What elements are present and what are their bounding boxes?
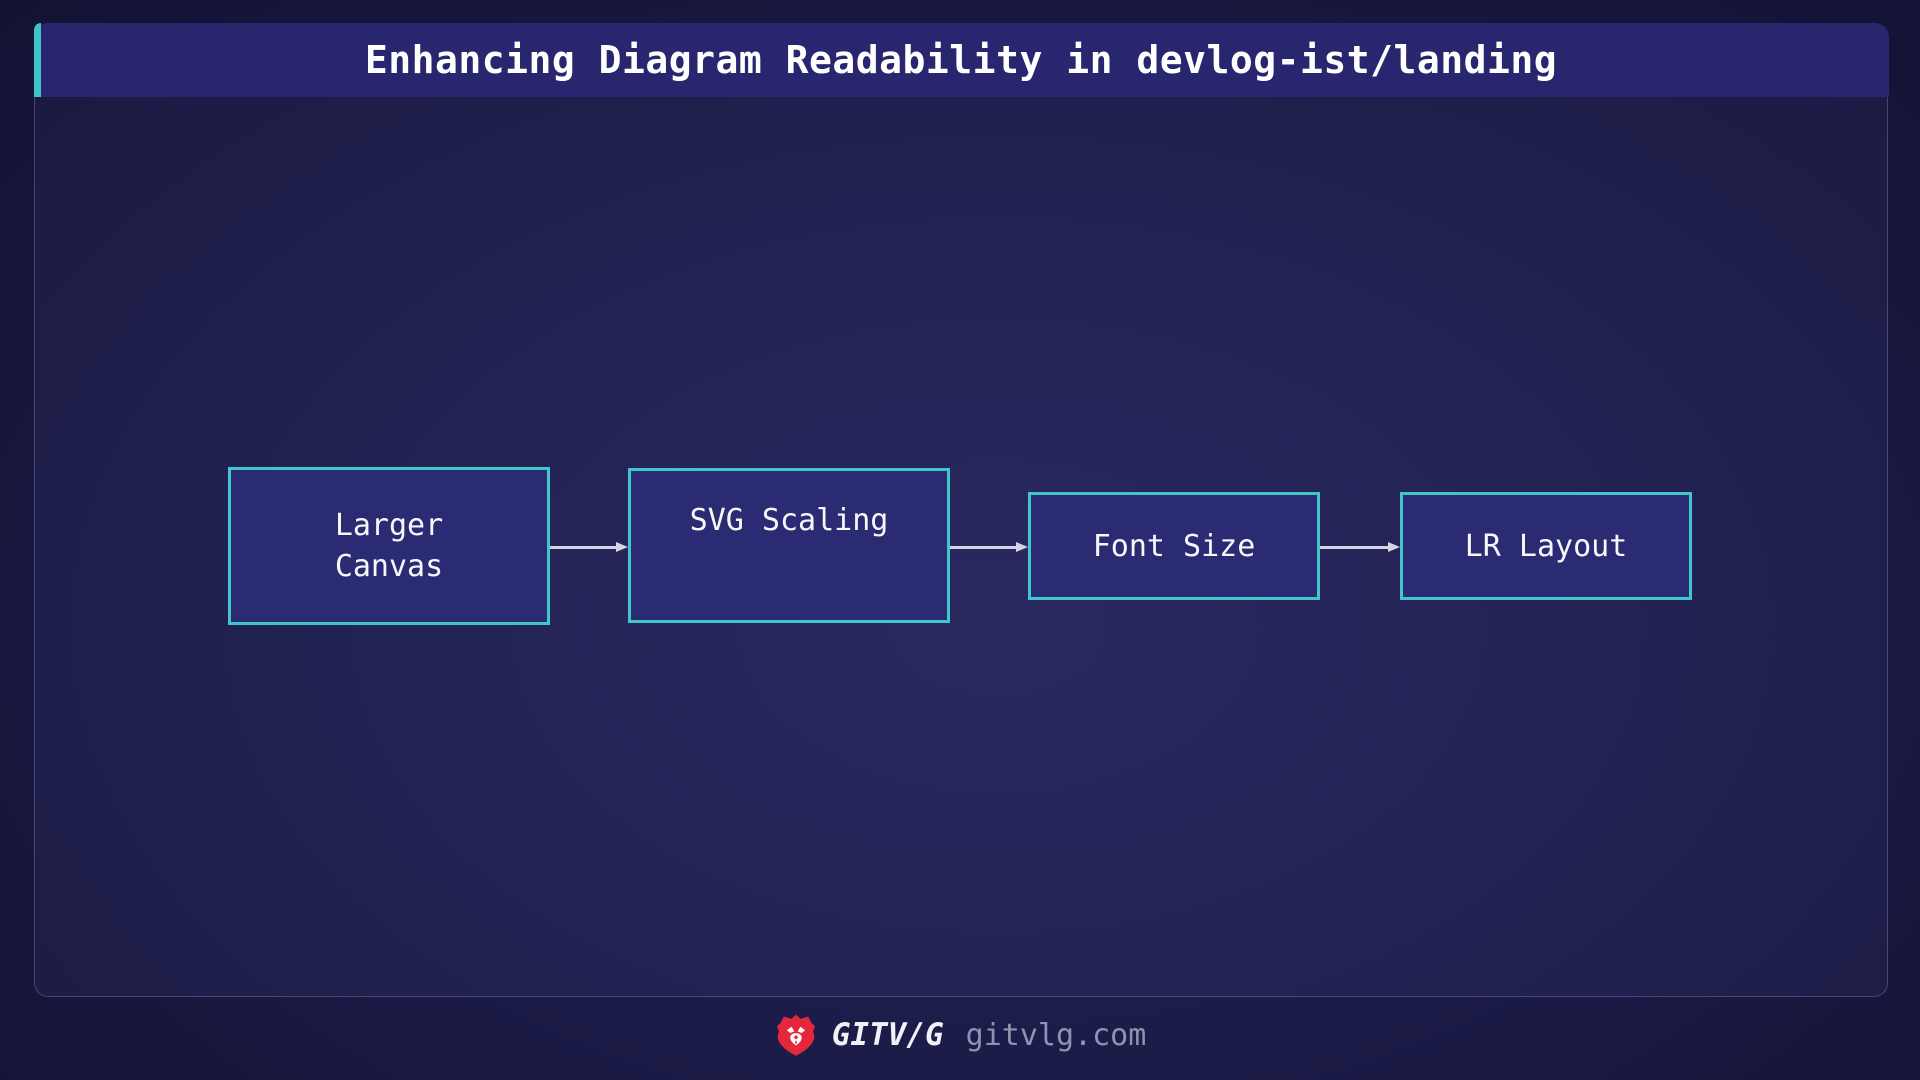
accent-bar (33, 22, 41, 97)
footer: GITV/G gitvlg.com (0, 1010, 1920, 1060)
arrow-line (1320, 546, 1390, 549)
brand-text: GITV/G (831, 1017, 944, 1053)
arrowhead-icon (616, 542, 628, 552)
arrow-line (550, 546, 618, 549)
arrowhead-icon (1388, 542, 1400, 552)
edge-arrow-a-b (550, 537, 628, 557)
node-svg-scaling: SVG Scaling (628, 468, 950, 623)
node-label: SVG Scaling (689, 503, 889, 538)
lion-icon (776, 1014, 815, 1056)
arrow-line (950, 546, 1018, 549)
node-larger-canvas: Larger Canvas (228, 467, 550, 625)
node-label: Font Size (1092, 528, 1256, 564)
node-label: LR Layout (1464, 528, 1628, 564)
node-font-size: Font Size (1028, 492, 1320, 600)
node-label: Larger Canvas (334, 508, 444, 584)
title-bar: Enhancing Diagram Readability in devlog-… (33, 22, 1889, 97)
edge-arrow-c-d (1320, 537, 1400, 557)
node-lr-layout: LR Layout (1400, 492, 1692, 600)
edge-arrow-b-c (950, 537, 1028, 557)
domain-text: gitvlg.com (965, 1017, 1147, 1053)
page-title: Enhancing Diagram Readability in devlog-… (364, 37, 1558, 82)
arrowhead-icon (1016, 542, 1028, 552)
